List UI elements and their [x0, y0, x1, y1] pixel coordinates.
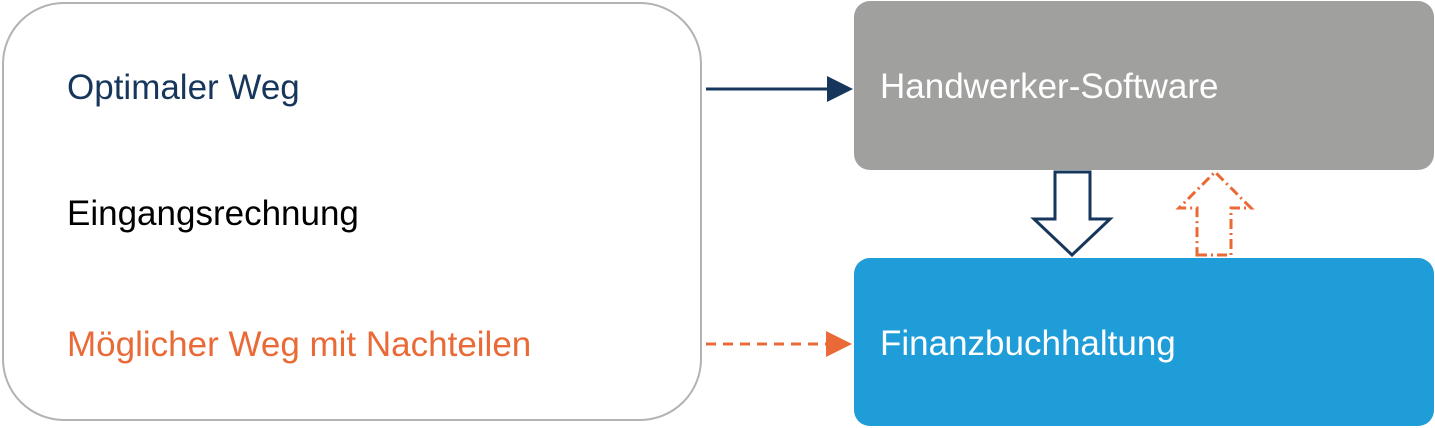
alternative-path-label: Möglicher Weg mit Nachteilen [67, 325, 532, 364]
financial-accounting-label: Finanzbuchhaltung [880, 324, 1176, 363]
optimal-path-arrow [706, 76, 853, 102]
optimal-path-label: Optimaler Weg [67, 68, 300, 107]
craftsman-software-box: Handwerker-Software [854, 1, 1434, 170]
alternative-path-arrow [706, 331, 852, 357]
down-transfer-arrow [1030, 170, 1114, 258]
craftsman-software-label: Handwerker-Software [880, 67, 1219, 106]
up-transfer-arrow [1175, 169, 1255, 257]
incoming-invoice-label: Eingangsrechnung [67, 194, 359, 233]
incoming-invoice-panel [2, 2, 702, 421]
financial-accounting-box: Finanzbuchhaltung [854, 258, 1434, 426]
